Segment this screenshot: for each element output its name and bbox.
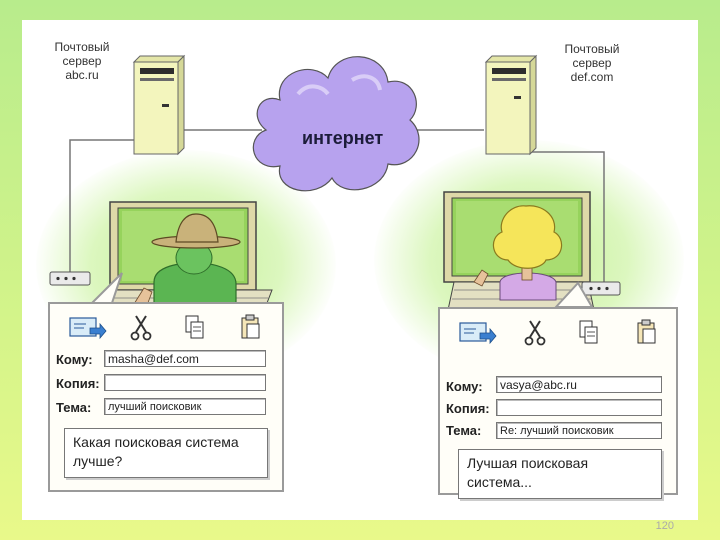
right-subject-label: Тема: xyxy=(446,423,482,438)
right-mail-window: Кому: vasya@abc.ru Копия: Тема: Re: лучш… xyxy=(438,307,678,499)
right-modem-icon xyxy=(581,281,621,296)
right-subject-field[interactable]: Re: лучший поисковик xyxy=(496,422,662,439)
left-message-body[interactable]: Какая поисковая система лучше? xyxy=(64,428,268,478)
left-toolbar xyxy=(69,314,260,341)
left-modem-icon xyxy=(49,271,91,286)
copy-icon xyxy=(579,320,598,344)
right-toolbar xyxy=(459,319,656,346)
right-to-field[interactable]: vasya@abc.ru xyxy=(496,376,662,393)
send-icon xyxy=(459,322,497,345)
send-icon xyxy=(69,317,107,340)
network-diagram xyxy=(49,54,621,317)
left-mail-window: Кому: masha@def.com Копия: Тема: лучший … xyxy=(48,302,284,492)
paste-icon xyxy=(637,319,656,344)
left-to-label: Кому: xyxy=(56,352,93,367)
right-server-label: Почтовый сервер def.com xyxy=(550,42,634,84)
right-server-label-line2: сервер xyxy=(572,56,612,70)
page-number: 120 xyxy=(655,520,674,532)
left-subject-label: Тема: xyxy=(56,400,92,415)
left-cc-field[interactable] xyxy=(104,374,266,391)
copy-icon xyxy=(185,315,204,339)
right-server-label-line3: def.com xyxy=(570,70,614,84)
right-cc-field[interactable] xyxy=(496,399,662,416)
right-message-body[interactable]: Лучшая поисковая система... xyxy=(458,449,662,499)
right-server-label-line1: Почтовый xyxy=(564,42,620,56)
right-message-line1: Лучшая поисковая xyxy=(467,455,589,471)
line-right-server-to-pc xyxy=(530,151,605,282)
left-server-label: Почтовый сервер abc.ru xyxy=(42,40,122,82)
right-message-line2: система... xyxy=(467,474,532,490)
left-message-line2: лучше? xyxy=(73,453,123,469)
left-message-line1: Какая поисковая система xyxy=(73,434,239,450)
scissors-icon xyxy=(130,315,152,341)
right-cc-label: Копия: xyxy=(446,401,490,416)
line-left-server-to-pc xyxy=(69,139,140,272)
right-server-icon xyxy=(484,54,538,156)
tree-user-icon xyxy=(473,205,563,301)
left-server-label-line3: abc.ru xyxy=(65,68,99,82)
internet-cloud-icon xyxy=(252,56,420,192)
left-server-label-line2: сервер xyxy=(62,54,102,68)
right-to-label: Кому: xyxy=(446,379,483,394)
internet-label: интернет xyxy=(302,128,384,148)
left-cc-label: Копия: xyxy=(56,376,100,391)
left-to-field[interactable]: masha@def.com xyxy=(104,350,266,367)
scissors-icon xyxy=(524,320,546,346)
slide: Почтовый сервер abc.ru Почтовый сервер d… xyxy=(22,20,698,520)
left-subject-field[interactable]: лучший поисковик xyxy=(104,398,266,415)
paste-icon xyxy=(241,314,260,339)
left-server-icon xyxy=(132,54,186,156)
left-server-label-line1: Почтовый xyxy=(54,40,110,54)
